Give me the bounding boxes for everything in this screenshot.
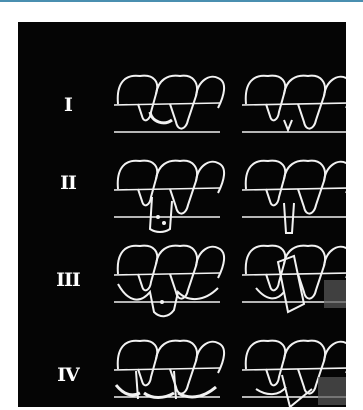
figure-panel: I II III IV — [18, 22, 346, 407]
stage-iii-right-teeth — [242, 246, 346, 312]
teeth-diagram — [18, 22, 346, 407]
stage-iii-left-teeth — [114, 246, 224, 317]
stage-i-left-teeth — [114, 76, 224, 132]
stage-ii-right-teeth — [242, 161, 346, 233]
stage-i-right-teeth — [242, 76, 346, 132]
stage-ii-left-teeth — [114, 161, 224, 232]
stage-iv-left-teeth — [114, 341, 224, 399]
stage-iv-right-teeth — [242, 341, 346, 407]
top-accent-rule — [0, 0, 363, 2]
